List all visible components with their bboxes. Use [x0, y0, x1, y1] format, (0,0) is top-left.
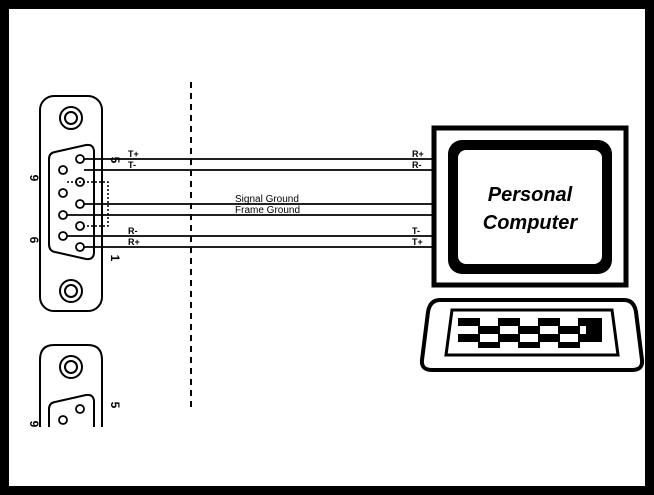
- computer-icon: Personal Computer: [419, 125, 645, 372]
- db9-connector-2: 5 9: [20, 344, 122, 448]
- pin-1: [75, 242, 85, 252]
- pin-5: [75, 154, 85, 164]
- ground-jumper: [67, 181, 109, 227]
- wire-label-right-1: R+: [412, 149, 424, 159]
- pin-9: [58, 165, 68, 175]
- computer-label-line1: Personal: [488, 184, 573, 206]
- db9-connector: 5 1 9 6: [27, 95, 122, 312]
- wire-label-left-3: R-: [128, 226, 138, 236]
- connector2-pin-5: [75, 404, 85, 414]
- signal-ground-label: Signal Ground: [235, 194, 299, 205]
- bottom-screw-icon: [59, 279, 83, 303]
- pin-8: [58, 188, 68, 198]
- wire-label-right-4: T+: [412, 237, 423, 247]
- pin-label-1: 1: [108, 255, 122, 262]
- connector2-screw-icon: [59, 355, 83, 379]
- keyboard-keys: [458, 318, 602, 348]
- top-screw-icon: [59, 106, 83, 130]
- wire-label-right-3: T-: [412, 226, 420, 236]
- connector2-shell: [39, 344, 103, 427]
- wire-label-left-2: T-: [128, 160, 136, 170]
- connector2-housing: [48, 393, 95, 427]
- connector2-pin-label-9: 9: [27, 421, 41, 428]
- pin-label-6: 6: [27, 237, 41, 244]
- wires: [67, 158, 440, 248]
- connector2-pin-9: [58, 415, 68, 425]
- pin-6: [58, 231, 68, 241]
- pin-2: [75, 221, 85, 231]
- pin-7: [58, 210, 68, 220]
- wire-label-left-1: T+: [128, 149, 139, 159]
- pin-label-9: 9: [27, 175, 41, 182]
- pin-label-5: 5: [108, 157, 122, 164]
- wire-label-right-2: R-: [412, 160, 422, 170]
- frame-ground-label: Frame Ground: [235, 205, 300, 216]
- computer-label-line2: Computer: [483, 212, 579, 234]
- monitor-screen: [458, 150, 602, 264]
- pin-3: [75, 199, 85, 209]
- connector2-pin-label-5: 5: [108, 402, 122, 409]
- wire-label-left-4: R+: [128, 237, 140, 247]
- pin-housing: [48, 143, 95, 261]
- connector2-crop: [20, 428, 120, 448]
